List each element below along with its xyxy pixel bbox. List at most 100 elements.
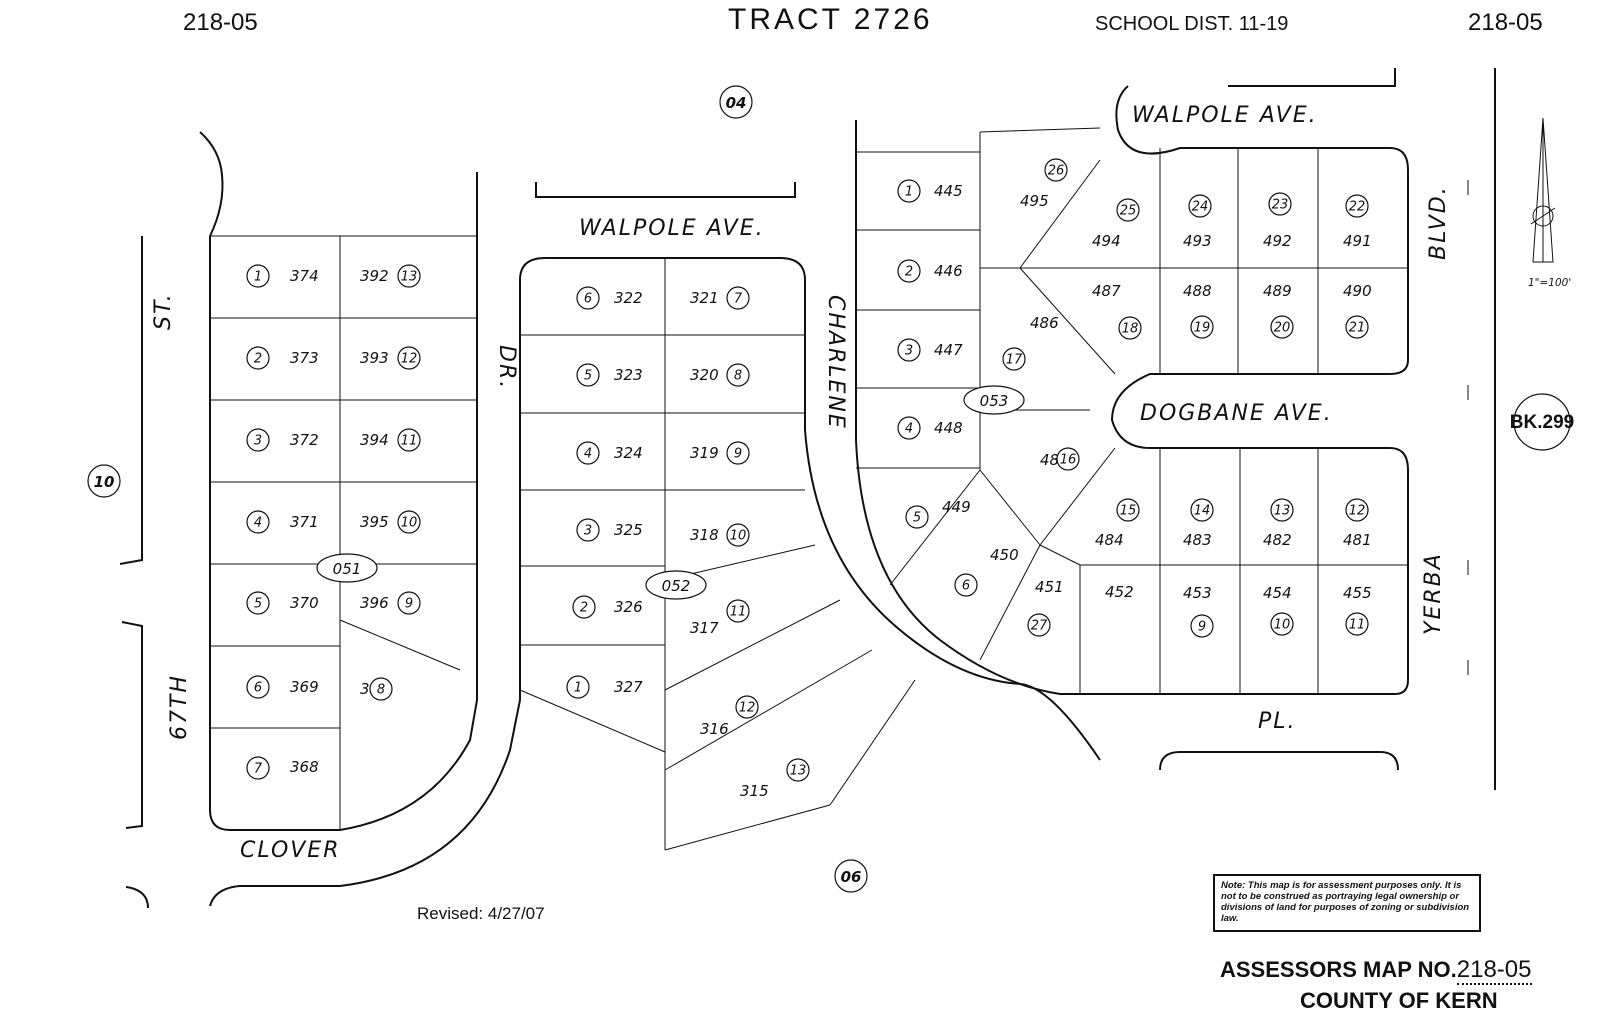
svg-text:8: 8 — [734, 369, 742, 384]
svg-text:455: 455 — [1343, 584, 1372, 602]
street-walpole-ave-1: WALPOLE AVE. — [579, 216, 765, 241]
lot-number-circle: 26 — [1044, 158, 1068, 182]
lot-number-circle: 22 — [1345, 194, 1369, 218]
block-053-lots — [856, 127, 1408, 694]
street-pl: PL. — [1258, 709, 1297, 734]
lot-number-circle: 4 — [246, 510, 270, 534]
svg-text:396: 396 — [360, 594, 389, 612]
svg-text:446: 446 — [934, 262, 963, 280]
lot-number-circle: 1 — [246, 264, 270, 288]
svg-text:371: 371 — [290, 513, 319, 531]
lot-number-circle: 4 — [897, 416, 921, 440]
walpole-bracket — [535, 182, 796, 198]
lot-number-circle: 5 — [905, 505, 929, 529]
svg-text:494: 494 — [1092, 232, 1121, 250]
pl-bracket — [1159, 751, 1399, 771]
lot-number-circle: 18 — [1118, 316, 1142, 340]
revised-date: Revised: 4/27/07 — [417, 904, 545, 923]
map-no-label: ASSESSORS MAP NO. — [1220, 957, 1457, 982]
svg-text:315: 315 — [740, 782, 769, 800]
street-clover: CLOVER — [240, 838, 341, 863]
lot-number-circle: 13 — [1270, 498, 1294, 522]
lot-number-circle: 4 — [576, 441, 600, 465]
svg-text:10: 10 — [730, 529, 747, 544]
svg-text:370: 370 — [290, 594, 319, 612]
svg-text:445: 445 — [934, 182, 963, 200]
svg-text:393: 393 — [360, 349, 389, 367]
svg-text:483: 483 — [1183, 531, 1212, 549]
svg-text:9: 9 — [734, 447, 742, 462]
north-arrow-icon — [1530, 117, 1556, 263]
svg-text:1: 1 — [254, 270, 262, 285]
svg-text:3: 3 — [905, 344, 913, 359]
lot-number-circle: 2 — [897, 259, 921, 283]
svg-text:487: 487 — [1092, 282, 1121, 300]
corner-curve-051 — [199, 131, 224, 237]
svg-text:13: 13 — [1274, 504, 1291, 519]
svg-text:27: 27 — [1031, 619, 1048, 634]
svg-text:481: 481 — [1343, 531, 1372, 549]
svg-text:4: 4 — [254, 516, 262, 531]
svg-text:454: 454 — [1263, 584, 1292, 602]
lot-number-circle: 5 — [576, 363, 600, 387]
svg-text:5: 5 — [913, 511, 921, 526]
svg-text:392: 392 — [360, 267, 389, 285]
svg-text:15: 15 — [1120, 504, 1137, 519]
lot-number-circle: 12 — [397, 346, 421, 370]
svg-text:486: 486 — [1030, 314, 1059, 332]
lot-number-circle: 6 — [246, 675, 270, 699]
lot-number-circle: 10 — [726, 523, 750, 547]
footer-map-no: ASSESSORS MAP NO.218-05 — [1220, 956, 1532, 985]
svg-text:9: 9 — [1198, 620, 1206, 635]
block-number-052: 052 — [645, 570, 707, 600]
svg-text:7: 7 — [254, 762, 263, 777]
lot-number-circle: 10 — [1270, 612, 1294, 636]
parcel-list-053: 445 446 447 448 449 450 451 452 495 494 … — [934, 182, 1372, 602]
svg-text:326: 326 — [614, 598, 643, 616]
lot-number-circle: 21 — [1345, 315, 1369, 339]
svg-text:495: 495 — [1020, 192, 1049, 210]
walpole-top-right — [1228, 68, 1396, 87]
map-no-value: 218-05 — [1456, 956, 1532, 985]
scale-label: 1"=100' — [1528, 277, 1571, 289]
street-67th: 67TH — [167, 674, 192, 740]
svg-text:9: 9 — [405, 597, 413, 612]
svg-text:11: 11 — [730, 605, 747, 620]
street-dogbane-ave: DOGBANE AVE. — [1140, 401, 1333, 426]
lot-number-circle: 1 — [566, 675, 590, 699]
svg-text:394: 394 — [360, 431, 389, 449]
svg-text:7: 7 — [734, 292, 743, 307]
svg-text:324: 324 — [614, 444, 643, 462]
lot-number-circle: 7 — [246, 756, 270, 780]
svg-text:327: 327 — [614, 678, 643, 696]
street-blvd: BLVD. — [1426, 185, 1451, 260]
lot-number-circle: 27 — [1027, 613, 1051, 637]
svg-text:26: 26 — [1048, 164, 1065, 179]
footer-county: COUNTY OF KERN — [1300, 988, 1498, 1013]
svg-text:12: 12 — [401, 352, 418, 367]
disclaimer-note: Note: This map is for assessment purpose… — [1213, 874, 1481, 932]
svg-text:319: 319 — [690, 444, 719, 462]
parcel-list-051: 374 373 372 371 370 369 368 392 393 394 … — [290, 267, 389, 776]
lot-number-circle: 17 — [1002, 347, 1026, 371]
svg-text:452: 452 — [1105, 583, 1134, 601]
svg-text:373: 373 — [290, 349, 319, 367]
block-052-lots — [519, 258, 916, 851]
svg-text:395: 395 — [360, 513, 389, 531]
svg-text:323: 323 — [614, 366, 643, 384]
parcel-list-052: 322 323 324 325 326 327 321 320 319 318 … — [614, 289, 769, 800]
svg-text:4: 4 — [905, 422, 913, 437]
street-line-st — [119, 236, 143, 565]
lot-number-circle: 2 — [572, 595, 596, 619]
svg-text:12: 12 — [1349, 504, 1366, 519]
lot-number-circle: 20 — [1270, 315, 1294, 339]
svg-text:482: 482 — [1263, 531, 1292, 549]
svg-text:04: 04 — [726, 94, 747, 112]
block-051-outline — [209, 172, 478, 831]
lot-numbers: 1234567131211109865432178910111213123456… — [246, 158, 1369, 782]
page-number-left: 218-05 — [183, 9, 258, 36]
svg-text:12: 12 — [739, 701, 756, 716]
svg-text:18: 18 — [1122, 322, 1139, 337]
lot-number-circle: 16 — [1056, 447, 1080, 471]
